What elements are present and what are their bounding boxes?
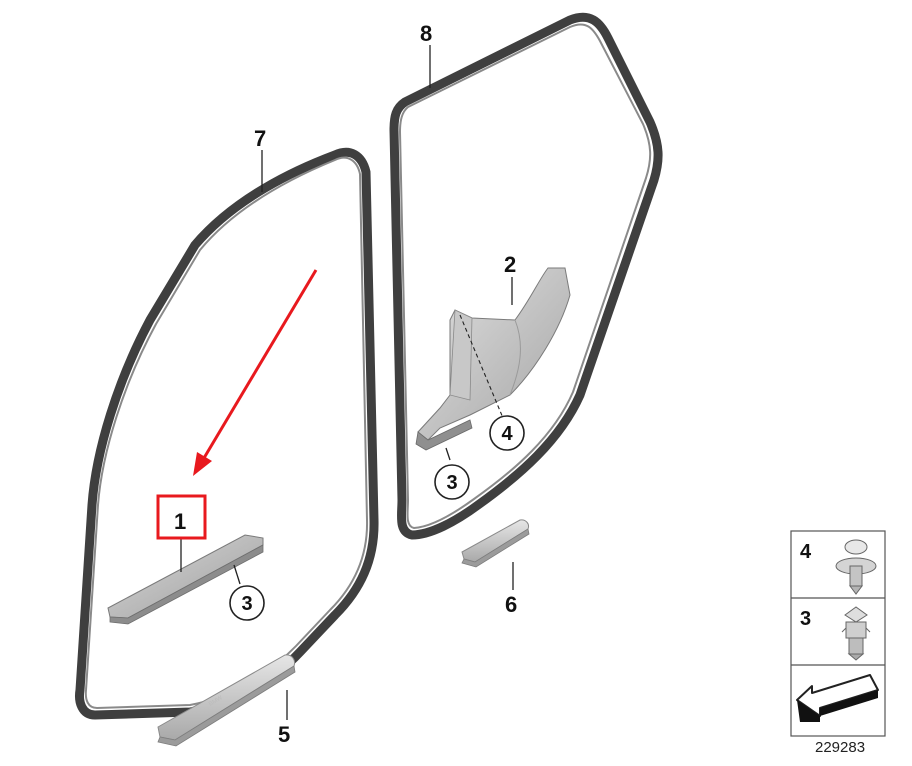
svg-text:3: 3 (241, 593, 252, 615)
callout-3-rear: 3 (434, 464, 470, 500)
legend-panel: 4 3 (790, 530, 886, 737)
callout-8: 8 (420, 21, 432, 46)
highlight-box (156, 494, 207, 540)
svg-text:3: 3 (446, 472, 457, 494)
view-direction-arrow-icon (796, 674, 879, 722)
callout-7: 7 (254, 126, 266, 151)
legend-item-4: 4 (800, 541, 812, 563)
expanding-rivet-icon (835, 539, 877, 595)
callout-2: 2 (504, 252, 516, 277)
legend-item-3: 3 (800, 608, 811, 630)
callout-1: 1 (174, 509, 186, 534)
callout-5: 5 (278, 722, 290, 747)
leader-lines (180, 45, 514, 720)
front-door-seal (75, 147, 379, 720)
front-sill-trim (107, 534, 264, 625)
reference-number: 229283 (815, 739, 865, 756)
b-pillar-trim (415, 267, 571, 451)
svg-text:4: 4 (501, 423, 513, 445)
front-sill-plate: BMW (157, 654, 296, 747)
callout-6: 6 (505, 592, 517, 617)
callout-4: 4 (489, 415, 525, 451)
rear-door-seal (389, 12, 663, 540)
rear-sill-plate (461, 519, 530, 568)
clip-icon (841, 606, 871, 661)
callout-3-front: 3 (229, 585, 265, 621)
highlight-arrow (193, 269, 318, 476)
